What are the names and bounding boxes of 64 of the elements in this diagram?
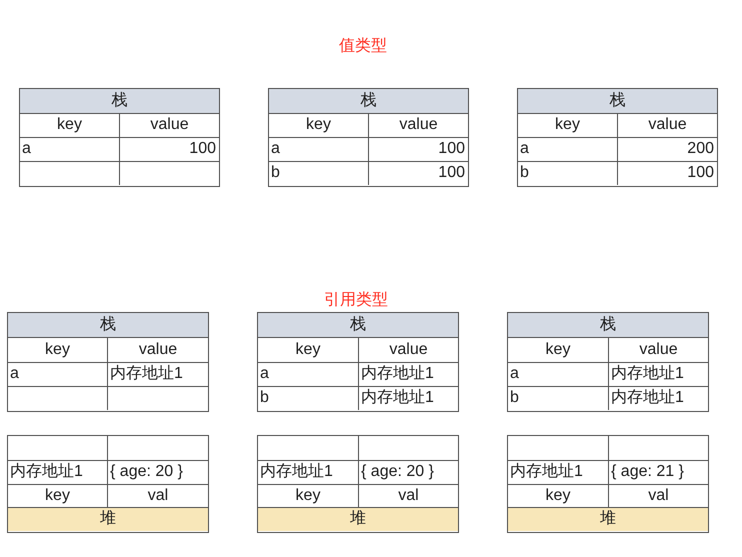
- column-header: key: [296, 486, 320, 506]
- table-title: 栈: [610, 92, 626, 110]
- table-title: 栈: [350, 316, 366, 334]
- table-title: 栈: [360, 92, 376, 110]
- column-header: key: [555, 116, 580, 135]
- memory-address: 内存地址1: [611, 389, 684, 408]
- variable-value: 100: [687, 164, 714, 183]
- variable-name: a: [22, 140, 31, 159]
- section-title: 引用类型: [324, 290, 388, 310]
- stack-table: [268, 88, 469, 187]
- table-title: 栈: [100, 316, 116, 334]
- table-title: 栈: [112, 92, 128, 110]
- column-header: value: [399, 116, 438, 135]
- stack-table: [19, 88, 220, 187]
- column-header: val: [148, 486, 168, 506]
- heap-table: [257, 435, 459, 533]
- memory-address: 内存地址1: [611, 364, 684, 384]
- heap-table: [507, 435, 709, 533]
- stack-table: [517, 88, 718, 187]
- column-header: key: [45, 340, 70, 360]
- stack-table: [257, 312, 459, 412]
- variable-name: a: [520, 140, 529, 159]
- column-header: key: [306, 116, 331, 135]
- table-title: 堆: [100, 510, 116, 529]
- column-header: value: [648, 116, 687, 135]
- column-header: val: [648, 486, 669, 506]
- variable-value: 100: [438, 164, 465, 183]
- variable-name: b: [271, 164, 280, 183]
- column-header: value: [138, 340, 178, 360]
- column-header: key: [546, 486, 570, 506]
- variable-name: a: [260, 364, 269, 384]
- variable-name: b: [520, 164, 529, 183]
- column-header: value: [150, 116, 189, 135]
- column-header: value: [639, 340, 678, 360]
- memory-address: 内存地址1: [361, 389, 434, 408]
- object-value: { age: 20 }: [110, 462, 183, 482]
- heap-table: [7, 435, 209, 533]
- memory-address: 内存地址1: [260, 462, 333, 482]
- column-header: key: [45, 486, 70, 506]
- variable-value: 100: [189, 140, 216, 159]
- section-title: 值类型: [339, 36, 387, 56]
- table-title: 栈: [600, 316, 616, 334]
- variable-value: 200: [687, 140, 714, 159]
- table-title: 堆: [600, 510, 616, 529]
- variable-name: a: [510, 364, 519, 384]
- variable-name: a: [271, 140, 280, 159]
- stack-table: [507, 312, 709, 412]
- memory-address: 内存地址1: [110, 364, 183, 384]
- column-header: key: [546, 340, 570, 360]
- stack-table: [7, 312, 209, 412]
- memory-address: 内存地址1: [10, 462, 83, 482]
- column-header: value: [389, 340, 428, 360]
- memory-address: 内存地址1: [361, 364, 434, 384]
- variable-name: b: [510, 389, 519, 408]
- memory-address: 内存地址1: [510, 462, 583, 482]
- table-title: 堆: [350, 510, 366, 529]
- variable-name: b: [260, 389, 269, 408]
- object-value: { age: 20 }: [361, 462, 434, 482]
- column-header: key: [296, 340, 320, 360]
- variable-value: 100: [438, 140, 465, 159]
- column-header: key: [57, 116, 82, 135]
- column-header: val: [398, 486, 419, 506]
- variable-name: a: [10, 364, 19, 384]
- object-value: { age: 21 }: [611, 462, 684, 482]
